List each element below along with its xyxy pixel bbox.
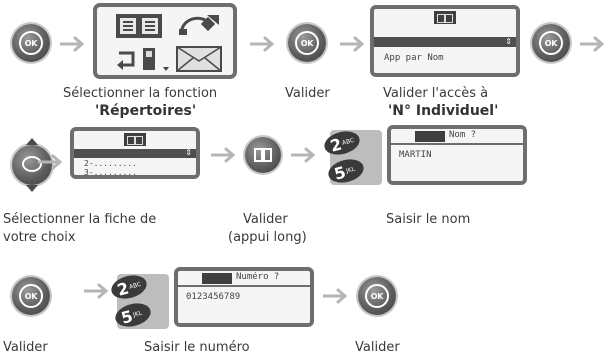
key-5-letters: JKL — [132, 309, 143, 319]
ok-button-label: OK — [365, 284, 389, 308]
screen-menu-line: App par Nom — [384, 53, 444, 63]
ok-button-label: OK — [19, 31, 43, 55]
step3-caption-line1: Valider l'accès à — [383, 86, 489, 101]
name-entry-screen: Nom ? MARTIN — [387, 125, 527, 185]
ok-button[interactable]: OK — [288, 24, 326, 62]
list-item: 3-......... — [84, 168, 137, 177]
step2-caption: Valider — [285, 86, 330, 101]
number-entry-screen: Numéro ? 0123456789 — [174, 267, 314, 327]
directory-access-screen: ⇕ App par Nom — [370, 5, 520, 77]
envelope-icon — [176, 46, 222, 72]
selection-bar — [374, 37, 516, 47]
step1-caption-line1: Sélectionner la fonction — [63, 86, 218, 101]
arrow-right-icon — [291, 147, 316, 163]
step4-caption-line2: votre choix — [3, 230, 76, 245]
step3-caption-line2: 'N° Individuel' — [388, 103, 499, 119]
selection-scroll-arrows: ⇕ — [185, 148, 192, 157]
step7-caption: Valider — [3, 340, 48, 355]
step5-caption-line2: (appui long) — [228, 230, 307, 245]
title-divider — [391, 143, 523, 145]
selection-bar — [74, 149, 196, 158]
navigator-icon[interactable] — [12, 138, 52, 192]
screen-title: Nom ? — [449, 130, 477, 140]
step6-caption: Saisir le nom — [386, 212, 471, 227]
step4-caption-line1: Sélectionner la fiche de — [3, 212, 157, 227]
directory-tab-icon — [434, 11, 456, 24]
key-2-letters: ABC — [341, 136, 355, 147]
key-2-letters: ABC — [128, 280, 142, 291]
ok-button-label: OK — [539, 31, 563, 55]
ok-button-label: OK — [295, 31, 319, 55]
ok-button-label: OK — [19, 284, 43, 308]
arrow-right-icon — [60, 36, 85, 52]
redial-icon — [117, 48, 155, 70]
arrow-right-icon — [84, 283, 109, 299]
ok-button[interactable]: OK — [358, 277, 396, 315]
function-menu-screen — [93, 3, 237, 79]
screen-value: MARTIN — [399, 150, 432, 160]
key-5-letters: JKL — [345, 165, 356, 175]
step8-caption: Saisir le numéro — [144, 340, 250, 355]
screen-title: Numéro ? — [236, 272, 280, 282]
selection-scroll-arrows: ⇕ — [505, 37, 512, 46]
arrow-right-icon — [250, 36, 275, 52]
contact-list-screen: ⇕ 2-......... 3-......... — [70, 127, 200, 179]
directory-tab-icon — [124, 133, 146, 146]
arrow-right-icon — [211, 147, 236, 163]
arrow-right-icon — [323, 288, 348, 304]
key-5-digit: 5 — [118, 306, 135, 328]
arrow-right-icon — [38, 154, 63, 170]
step5-caption-line1: Valider — [243, 212, 288, 227]
arrow-right-icon — [340, 36, 365, 52]
directory-book-icon[interactable] — [245, 137, 281, 173]
scroll-down-indicator — [163, 67, 169, 71]
phonebook-title-icon — [415, 131, 445, 142]
ok-button[interactable]: OK — [12, 24, 50, 62]
telephone-icon — [179, 15, 219, 35]
phonebook-title-icon — [202, 273, 232, 284]
key-5-digit: 5 — [331, 162, 348, 184]
directory-menu-icon — [116, 14, 162, 38]
ok-button[interactable]: OK — [532, 24, 570, 62]
title-divider — [178, 285, 310, 287]
list-item: 2-......... — [84, 159, 137, 168]
key-2-digit: 2 — [114, 278, 131, 300]
arrow-right-icon — [580, 36, 605, 52]
key-2-digit: 2 — [327, 134, 344, 156]
step1-caption-line2: 'Répertoires' — [95, 103, 197, 119]
step9-caption: Valider — [355, 340, 400, 355]
ok-button[interactable]: OK — [12, 277, 50, 315]
screen-value: 0123456789 — [186, 292, 241, 302]
